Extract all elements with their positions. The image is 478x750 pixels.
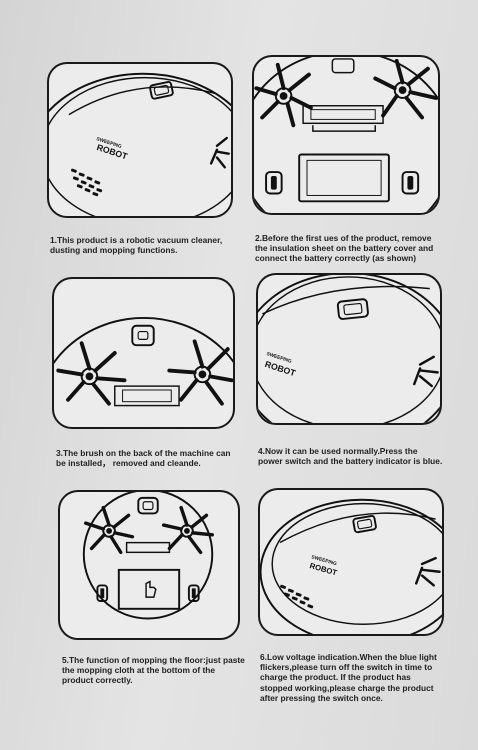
robot-top-view-icon: SWEEPING ROBOT — [49, 72, 231, 216]
right-brush-icon — [161, 505, 214, 555]
battery-cover-icon — [298, 153, 390, 203]
step-1-caption: 1.This product is a robotic vacuum clean… — [50, 235, 223, 256]
step-6-illustration: SWEEPING ROBOT — [258, 488, 444, 636]
robot-power-switch-icon: SWEEPING ROBOT — [258, 275, 440, 423]
mopping-cloth-icon — [82, 492, 214, 620]
brush-install-icon — [54, 317, 233, 407]
step-3-caption: 3.The brush on the back of the machine c… — [56, 448, 231, 469]
side-brush-icon — [209, 136, 230, 169]
vent-grille-icon — [70, 168, 103, 197]
right-wheel-icon — [187, 584, 200, 602]
side-brush-icon — [413, 355, 439, 388]
left-brush-icon — [56, 341, 127, 406]
right-wheel-icon — [401, 171, 420, 195]
step-5-caption: 5.The function of mopping the floor:just… — [62, 655, 245, 686]
robot-bottom-view-icon — [254, 57, 438, 213]
hand-pointer-icon — [145, 580, 157, 598]
side-brush-icon — [414, 556, 441, 587]
right-brush-icon — [167, 339, 233, 406]
left-wheel-icon — [96, 584, 109, 602]
left-brush-icon — [84, 505, 135, 555]
left-brush-icon — [254, 62, 313, 128]
step-5-illustration — [58, 490, 240, 640]
step-6-caption: 6.Low voltage indication.When the blue l… — [260, 652, 437, 703]
right-brush-icon — [373, 58, 438, 120]
step-1-illustration: SWEEPING ROBOT — [47, 62, 233, 218]
step-2-caption: 2.Before the first ues of the product, r… — [255, 233, 434, 264]
vent-grille-icon — [280, 584, 314, 609]
robot-low-voltage-icon: SWEEPING ROBOT — [260, 498, 442, 634]
step-3-illustration — [52, 277, 235, 429]
robot-label-big: ROBOT — [264, 359, 298, 378]
step-4-caption: 4.Now it can be used normally.Press the … — [258, 446, 443, 467]
step-4-illustration: SWEEPING ROBOT — [256, 273, 442, 425]
step-2-illustration — [252, 55, 440, 215]
left-wheel-icon — [265, 171, 283, 195]
